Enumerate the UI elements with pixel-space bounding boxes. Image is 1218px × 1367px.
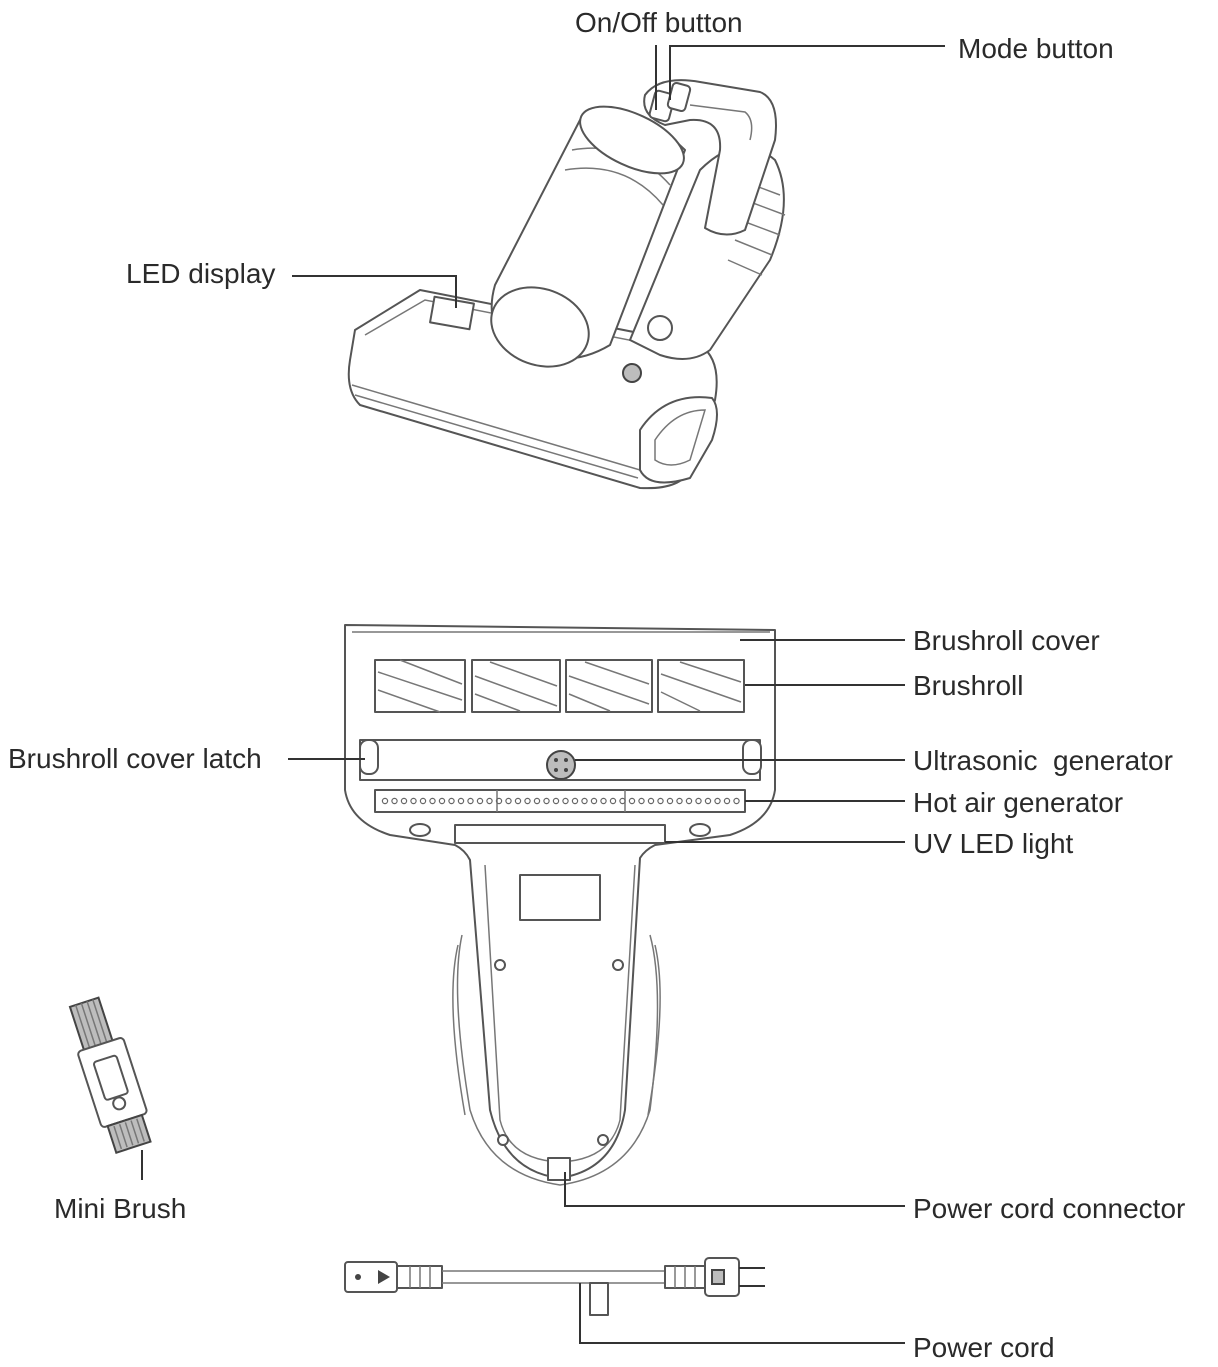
vent-hole (514, 797, 522, 805)
vent-hole (676, 797, 683, 805)
vent-hole (733, 797, 740, 805)
device-perspective-drawing (347, 79, 786, 490)
vent-hole (571, 797, 579, 805)
vent-hole (685, 797, 693, 805)
vent-hole (438, 797, 446, 805)
vent-hole (562, 797, 569, 805)
vent-hole (638, 797, 645, 805)
vent-hole (495, 797, 503, 805)
device-bottom-view-drawing (344, 624, 776, 1186)
leader-power-cord-connector (564, 1172, 905, 1207)
vent-hole (476, 797, 484, 805)
label-led-display: LED display (126, 258, 275, 289)
label-power-cord-connector: Power cord connector (913, 1193, 1185, 1224)
vent-hole (704, 797, 712, 805)
mini-brush-drawing (68, 996, 152, 1154)
vent-hole (505, 797, 512, 805)
power-cord-drawing (344, 1257, 765, 1316)
vent-hole (714, 797, 721, 805)
vent-hole (391, 797, 398, 805)
label-mode-button: Mode button (958, 33, 1114, 64)
vent-hole (543, 797, 550, 805)
label-brushroll-cover: Brushroll cover (913, 625, 1100, 656)
label-mini-brush: Mini Brush (54, 1193, 186, 1224)
label-power-cord: Power cord (913, 1332, 1055, 1363)
vent-hole (600, 797, 607, 805)
vent-hole (619, 797, 626, 805)
label-uv-led-light: UV LED light (913, 828, 1074, 859)
vent-hole (533, 797, 541, 805)
label-on-off-button: On/Off button (575, 7, 743, 38)
vent-hole (400, 797, 408, 805)
vent-hole (457, 797, 465, 805)
vent-hole (657, 797, 664, 805)
vent-holes (381, 797, 740, 805)
vent-hole (552, 797, 560, 805)
leader-lines (141, 45, 945, 1344)
vent-hole (381, 797, 389, 805)
label-ultrasonic-generator: Ultrasonic generator (913, 745, 1173, 776)
leader-power-cord (579, 1283, 905, 1344)
vent-hole (467, 797, 474, 805)
vent-hole (429, 797, 436, 805)
vent-hole (609, 797, 617, 805)
label-brushroll-cover-latch: Brushroll cover latch (8, 743, 262, 774)
vent-hole (695, 797, 702, 805)
vent-hole (647, 797, 655, 805)
vent-hole (524, 797, 531, 805)
vent-hole (581, 797, 588, 805)
vent-hole (723, 797, 731, 805)
vent-hole (486, 797, 493, 805)
brushroll-segments (374, 659, 745, 713)
vent-hole (448, 797, 455, 805)
vent-hole (628, 797, 636, 805)
label-brushroll: Brushroll (913, 670, 1023, 701)
label-hot-air-generator: Hot air generator (913, 787, 1123, 818)
vent-hole (419, 797, 427, 805)
leader-led-display (292, 275, 457, 308)
vent-hole (590, 797, 598, 805)
vent-hole (410, 797, 417, 805)
leader-mode (669, 45, 945, 100)
vent-hole (666, 797, 674, 805)
